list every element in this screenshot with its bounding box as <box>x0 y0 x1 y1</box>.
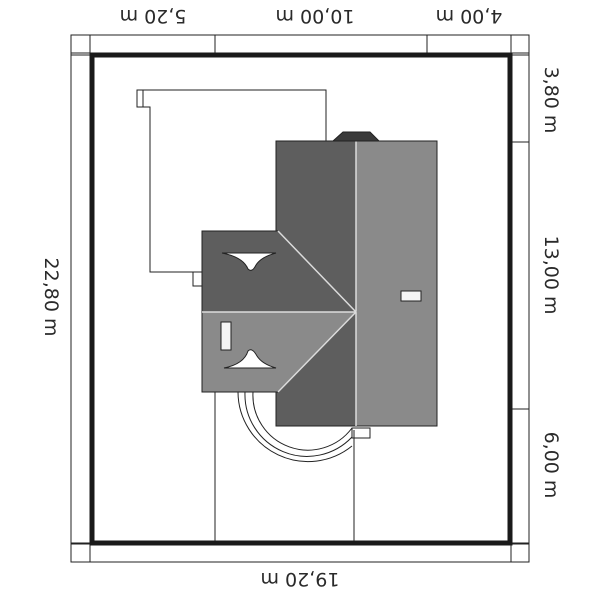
dim-top-1: 5,20 m <box>120 5 187 27</box>
dim-right-2: 13,00 m <box>540 236 562 315</box>
dim-bottom: 19,20 m <box>261 568 340 590</box>
dim-right-3: 6,00 m <box>540 432 562 499</box>
skylight-main <box>400 290 422 302</box>
top-dimension-labels: 5,20 m 10,00 m 4,00 m <box>120 5 503 27</box>
dim-top-3: 4,00 m <box>436 5 503 27</box>
curved-entrance-steps <box>237 391 371 463</box>
dim-top-2: 10,00 m <box>276 5 355 27</box>
dormer-lower <box>223 349 277 369</box>
roof-main-light <box>355 140 438 427</box>
house-roof <box>201 131 438 427</box>
building-setback-lines <box>214 390 355 541</box>
dim-right-1: 3,80 m <box>540 67 562 134</box>
right-dimension-labels: 3,80 m 13,00 m 6,00 m <box>540 67 562 499</box>
dormer-upper <box>221 252 277 271</box>
dim-left: 22,80 m <box>40 258 62 337</box>
plot-boundary <box>89 52 513 546</box>
skylight-wing <box>220 321 232 351</box>
chimney <box>331 131 381 142</box>
